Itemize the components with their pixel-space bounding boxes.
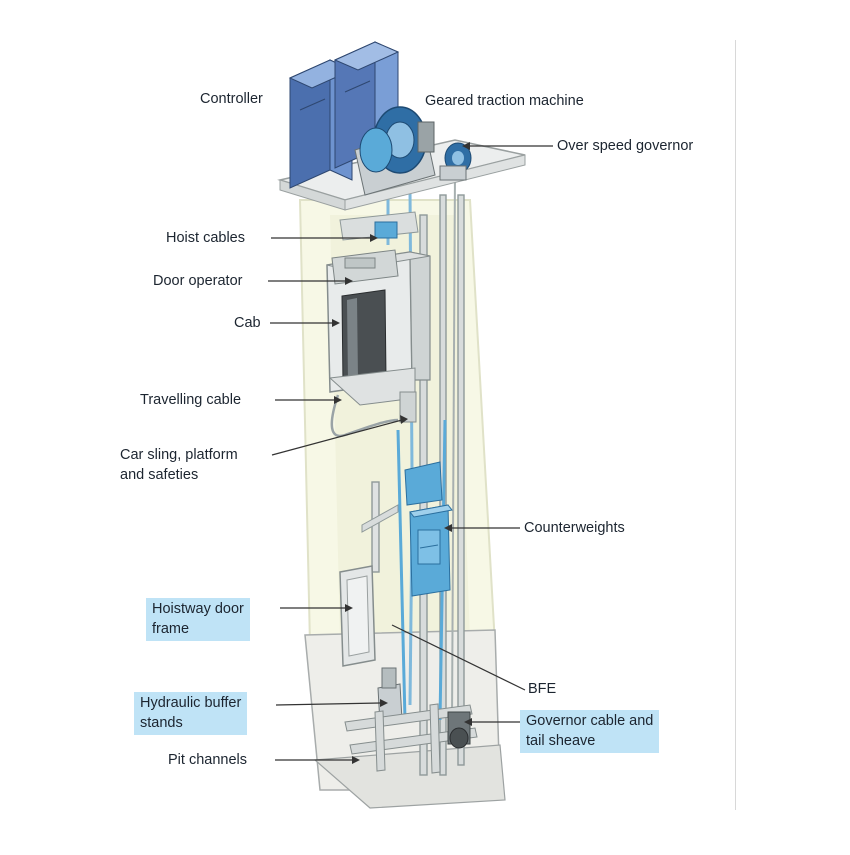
label-traction-machine: Geared traction machine [425,93,584,109]
image-edge-line [735,40,736,810]
label-travelling-cable: Travelling cable [140,392,242,408]
label-governor-cable: Governor cable and tail sheave [520,710,660,753]
tail-sheave [447,711,471,749]
pit-channels [344,703,478,774]
label-hydraulic-buffer: Hydraulic buffer stands [134,692,248,735]
governor-rope [451,169,456,721]
label-car-sling-line1: Car sling, platform [120,447,238,463]
label-controller: Controller [200,91,263,107]
label-pit-channels: Pit channels [168,752,247,768]
label-hoistway-door-line2: frame [152,621,190,637]
label-governor: Over speed governor [557,138,694,154]
label-governor-cable-line1: Governor cable and [526,713,654,729]
label-bfe: BFE [528,681,557,697]
rail-bracket [361,504,399,533]
label-hoistway-door-line1: Hoistway door [152,601,244,617]
governor-unit [439,142,472,181]
label-cab: Cab [234,315,261,331]
label-governor-cable-line2: tail sheave [526,733,596,749]
label-counterweights: Counterweights [524,520,625,536]
traction-machine [354,106,436,196]
leader-lines [268,145,553,761]
hoistway-door-frame [339,565,376,667]
leader-arrowheads [332,142,472,764]
counterweight-block [404,461,453,597]
label-car-sling-line2: and safeties [120,467,199,483]
label-hydraulic-buffer-line1: Hydraulic buffer [140,695,242,711]
label-hoist-cables: Hoist cables [166,230,245,246]
label-hoistway-door: Hoistway door frame [146,598,250,641]
hoist-sheave [374,221,398,239]
label-door-operator: Door operator [153,273,243,289]
elevator-cab [326,249,431,393]
label-hydraulic-buffer-line2: stands [140,715,183,731]
